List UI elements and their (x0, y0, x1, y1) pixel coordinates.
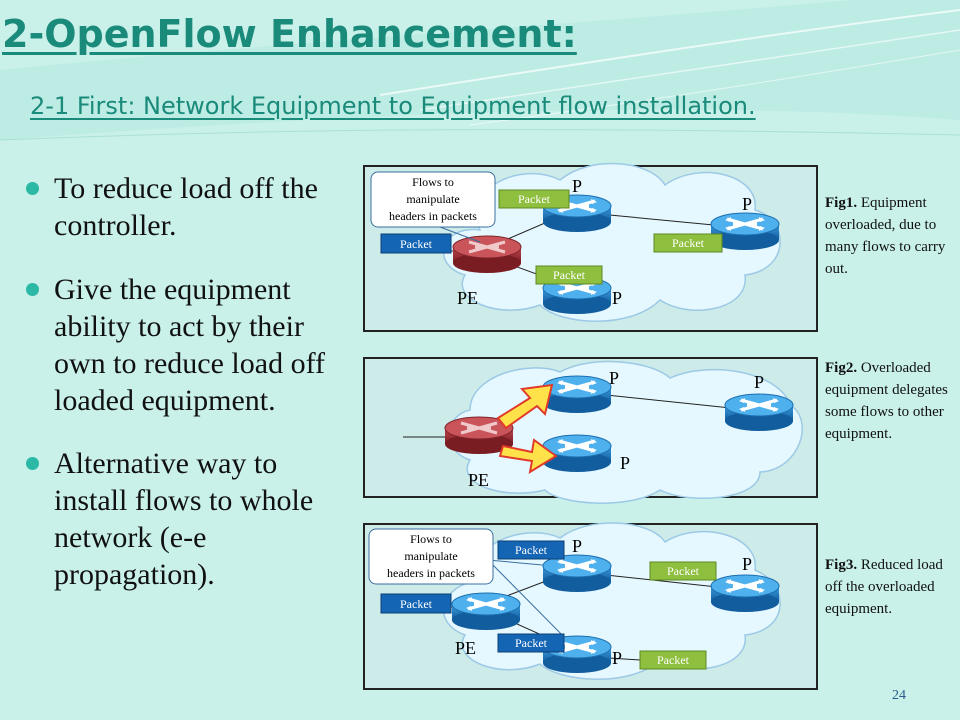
packet-badge (497, 633, 565, 653)
node-label: P (742, 194, 752, 214)
callout-box (370, 171, 496, 228)
packet-label: Packet (515, 636, 548, 650)
caption-label: Fig2. (825, 360, 858, 376)
caption-text: Reduced load off the overloaded equipmen… (825, 557, 943, 617)
packet-badge (380, 233, 452, 254)
node-label: P (754, 372, 764, 392)
router-icon (541, 374, 613, 415)
callout-line: Flows to (412, 175, 454, 189)
callout-line: headers in packets (387, 566, 475, 580)
node-label: P (620, 453, 630, 473)
packet-label: Packet (518, 192, 551, 206)
figure-1: Flows to manipulate headers in packets P… (363, 162, 818, 332)
overloaded-router-icon (451, 234, 523, 275)
packet-badge (649, 561, 717, 581)
packet-label: Packet (667, 564, 700, 578)
caption-label: Fig1. (825, 195, 858, 211)
bullet-item: Give the equipment ability to act by the… (26, 271, 356, 419)
figure-caption: Fig1. Equipment overloaded, due to many … (825, 192, 950, 280)
node-label: P (612, 288, 622, 308)
node-label: PE (457, 288, 478, 308)
bullet-dot-icon (26, 283, 39, 296)
figure-2: P P P PE (363, 357, 818, 504)
packet-label: Packet (400, 597, 433, 611)
node-label: PE (455, 638, 476, 658)
packet-label: Packet (657, 653, 690, 667)
packet-label: Packet (672, 236, 705, 250)
callout-line: headers in packets (389, 209, 477, 223)
delegate-arrow-icon (498, 438, 558, 475)
delegate-arrow-icon (496, 383, 554, 430)
packet-badge (535, 265, 603, 285)
bullet-item: To reduce load off the controller. (26, 170, 356, 244)
bullet-dot-icon (26, 457, 39, 470)
caption-label: Fig3. (825, 557, 858, 573)
figure-caption: Fig2. Overloaded equipment delegates som… (825, 357, 950, 445)
router-icon (709, 573, 781, 614)
node-label: P (609, 368, 619, 388)
packet-badge (639, 650, 707, 670)
bullet-item: Alternative way to install flows to whol… (26, 445, 356, 593)
node-label: P (612, 648, 622, 668)
packet-badge (497, 540, 565, 560)
packet-badge (498, 189, 570, 209)
bullet-text: To reduce load off the controller. (54, 172, 318, 242)
node-label: P (742, 554, 752, 574)
figure-caption: Fig3. Reduced load off the overloaded eq… (825, 554, 950, 620)
packet-label: Packet (553, 268, 586, 282)
callout-line: manipulate (404, 549, 457, 563)
slide-title: 2-OpenFlow Enhancement: (2, 12, 577, 56)
packet-label: Packet (400, 237, 433, 251)
packet-label: Packet (515, 543, 548, 557)
node-label: PE (468, 470, 489, 490)
slide-subtitle: 2-1 First: Network Equipment to Equipmen… (30, 92, 756, 120)
caption-text: Overloaded equipment delegates some flow… (825, 360, 948, 442)
router-icon (541, 553, 613, 594)
callout-box (368, 528, 494, 585)
caption-text: Equipment overloaded, due to many flows … (825, 195, 946, 277)
bullet-list: To reduce load off the controller. Give … (26, 170, 356, 593)
figure-3: Flows to manipulate headers in packets P… (363, 522, 818, 690)
router-icon (723, 392, 795, 433)
packet-badge (380, 593, 452, 614)
bullet-text: Alternative way to install flows to whol… (54, 447, 314, 591)
packet-badge (653, 233, 723, 253)
node-label: P (572, 536, 582, 556)
bullet-text: Give the equipment ability to act by the… (54, 273, 326, 417)
node-label: P (572, 176, 582, 196)
router-icon (450, 591, 522, 632)
callout-line: Flows to (410, 532, 452, 546)
page-number: 24 (892, 688, 906, 703)
callout-line: manipulate (406, 192, 459, 206)
bullet-dot-icon (26, 182, 39, 195)
